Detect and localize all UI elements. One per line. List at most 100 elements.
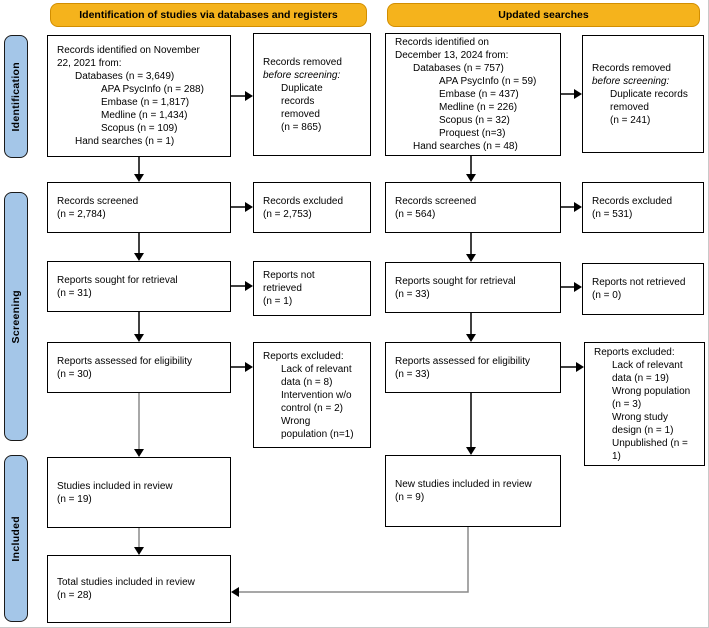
box-updated-records-screened: Records screened(n = 564) <box>385 182 561 233</box>
box-text-line: (n = 19) <box>57 493 92 505</box>
box-text-line: (n = 1) <box>263 296 293 307</box>
box-text-line: Records screened <box>395 195 477 207</box>
box-studies-included: Studies included in review(n = 19) <box>47 457 231 528</box>
box-text-line: Reports sought for retrieval <box>395 275 516 287</box>
box-text-line: APA PsycInfo (n = 288) <box>101 84 204 95</box>
box-text-line: (n = 865) <box>281 121 322 133</box>
box-text-line: (n = 0) <box>592 290 622 301</box>
box-text-line: Lack of relevant <box>612 359 683 371</box>
box-text-line: Databases (n = 757) <box>413 63 504 74</box>
box-text-line: Intervention w/o <box>281 389 352 401</box>
box-text-line: Wrong population <box>612 385 691 397</box>
banner-databases-and-registers: Identification of studies via databases … <box>50 3 367 27</box>
box-text-line: Wrong study <box>612 411 668 423</box>
box-total-studies-included: Total studies included in review (n = 28) <box>47 555 231 623</box>
stage-identification: Identification <box>4 35 28 158</box>
box-text-line: Reports excluded: <box>594 346 675 358</box>
stage-label: Screening <box>10 289 22 344</box>
box-text-line: Unpublished (n = <box>612 437 688 449</box>
box-text-line: Records excluded <box>263 195 344 207</box>
box-text-line: (n = 3) <box>612 398 642 410</box>
box-text-line: Records identified on <box>395 37 489 48</box>
box-initial-records-excluded: Records excluded(n = 2,753) <box>253 182 371 233</box>
box-text-line: APA PsycInfo (n = 59) <box>439 76 537 87</box>
box-initial-records-screened: Records screened(n = 2,784) <box>47 182 231 233</box>
stage-screening: Screening <box>4 192 28 441</box>
box-text-line: Reports sought for retrieval <box>57 274 178 286</box>
box-text-line: before screening: <box>592 75 670 87</box>
box-text-line: Records removed <box>592 62 671 74</box>
box-initial-reports-not-retrieved: Reports not retrieved (n = 1) <box>253 261 371 316</box>
box-text-line: Records screened <box>57 195 139 207</box>
box-text-line: (n = 564) <box>395 208 436 220</box>
box-initial-records-identified: Records identified on November 22, 2021 f… <box>47 35 231 157</box>
box-text-line: design (n = 1) <box>612 424 674 436</box>
banner-label: Updated searches <box>498 9 589 21</box>
box-text-line: removed <box>281 108 320 120</box>
box-text-line: Reports not retrieved <box>592 277 686 288</box>
box-text-line: control (n = 2) <box>281 402 343 414</box>
box-text-line: (n = 2,753) <box>263 208 312 220</box>
box-updated-records-identified: Records identified on December 13, 2024 f… <box>385 33 561 156</box>
box-text-line: Databases (n = 3,649) <box>75 71 175 82</box>
box-text-line: Records excluded <box>592 195 673 207</box>
box-text-line: Duplicate records <box>610 88 688 100</box>
stage-included: Included <box>4 455 28 622</box>
box-text-line: Medline (n = 226) <box>439 102 518 113</box>
box-text-line: Hand searches (n = 48) <box>413 141 518 152</box>
box-text-line: 1) <box>612 450 621 462</box>
box-text-line: records <box>281 95 315 107</box>
box-text-line: (n = 241) <box>610 114 651 126</box>
box-text-line: 22, 2021 from: <box>57 58 122 69</box>
banner-updated-searches: Updated searches <box>387 3 700 27</box>
stage-label: Included <box>10 515 22 562</box>
box-text-line: Reports assessed for eligibility <box>57 355 193 367</box>
box-updated-reports-not-retrieved: Reports not retrieved (n = 0) <box>582 263 704 315</box>
box-initial-reports-sought: Reports sought for retrieval(n = 31) <box>47 261 231 312</box>
box-updated-reports-sought: Reports sought for retrieval(n = 33) <box>385 262 561 313</box>
box-text-line: Embase (n = 437) <box>439 89 519 100</box>
box-text-line: Studies included in review <box>57 480 173 492</box>
box-text-line: Reports not <box>263 270 315 281</box>
box-text-line: Reports assessed for eligibility <box>395 355 531 367</box>
stage-label: Identification <box>10 61 22 132</box>
box-text-line: Medline (n = 1,434) <box>101 110 188 121</box>
box-text-line: (n = 28) <box>57 590 92 601</box>
box-text-line: data (n = 8) <box>281 376 333 388</box>
box-text-line: Records identified on November <box>57 45 200 56</box>
box-text-line: Duplicate <box>281 82 323 94</box>
box-text-line: before screening: <box>263 69 341 81</box>
box-text-line: (n = 531) <box>592 208 633 220</box>
box-text-line: (n = 2,784) <box>57 208 106 220</box>
box-text-line: Lack of relevant <box>281 363 352 375</box>
box-text-line: (n = 30) <box>57 368 92 380</box>
box-text-line: Hand searches (n = 1) <box>75 136 175 147</box>
box-text-line: Reports excluded: <box>263 350 344 362</box>
box-text-line: removed <box>610 101 649 113</box>
box-text-line: Records removed <box>263 56 342 68</box>
box-initial-reports-assessed: Reports assessed for eligibility(n = 30) <box>47 342 231 393</box>
box-new-studies-included: New studies included in review(n = 9) <box>385 455 561 527</box>
box-text-line: Scopus (n = 109) <box>101 123 178 134</box>
box-updated-reports-assessed: Reports assessed for eligibility(n = 33) <box>385 342 561 393</box>
box-text-line: data (n = 19) <box>612 372 669 384</box>
box-text-line: population (n=1) <box>281 428 354 440</box>
box-text-line: Embase (n = 1,817) <box>101 97 190 108</box>
box-text-line: (n = 9) <box>395 492 425 503</box>
box-text-line: December 13, 2024 from: <box>395 50 509 61</box>
box-text-line: retrieved <box>263 283 302 294</box>
box-text-line: Wrong <box>281 415 311 427</box>
box-updated-records-excluded: Records excluded(n = 531) <box>582 182 704 233</box>
box-text-line: Total studies included in review <box>57 577 195 588</box>
box-text-line: (n = 31) <box>57 287 92 299</box>
box-text-line: (n = 33) <box>395 288 430 300</box>
box-text-line: Scopus (n = 32) <box>439 115 510 126</box>
box-text-line: Proquest (n=3) <box>439 128 506 139</box>
box-text-line: (n = 33) <box>395 368 430 380</box>
banner-label: Identification of studies via databases … <box>79 9 338 21</box>
